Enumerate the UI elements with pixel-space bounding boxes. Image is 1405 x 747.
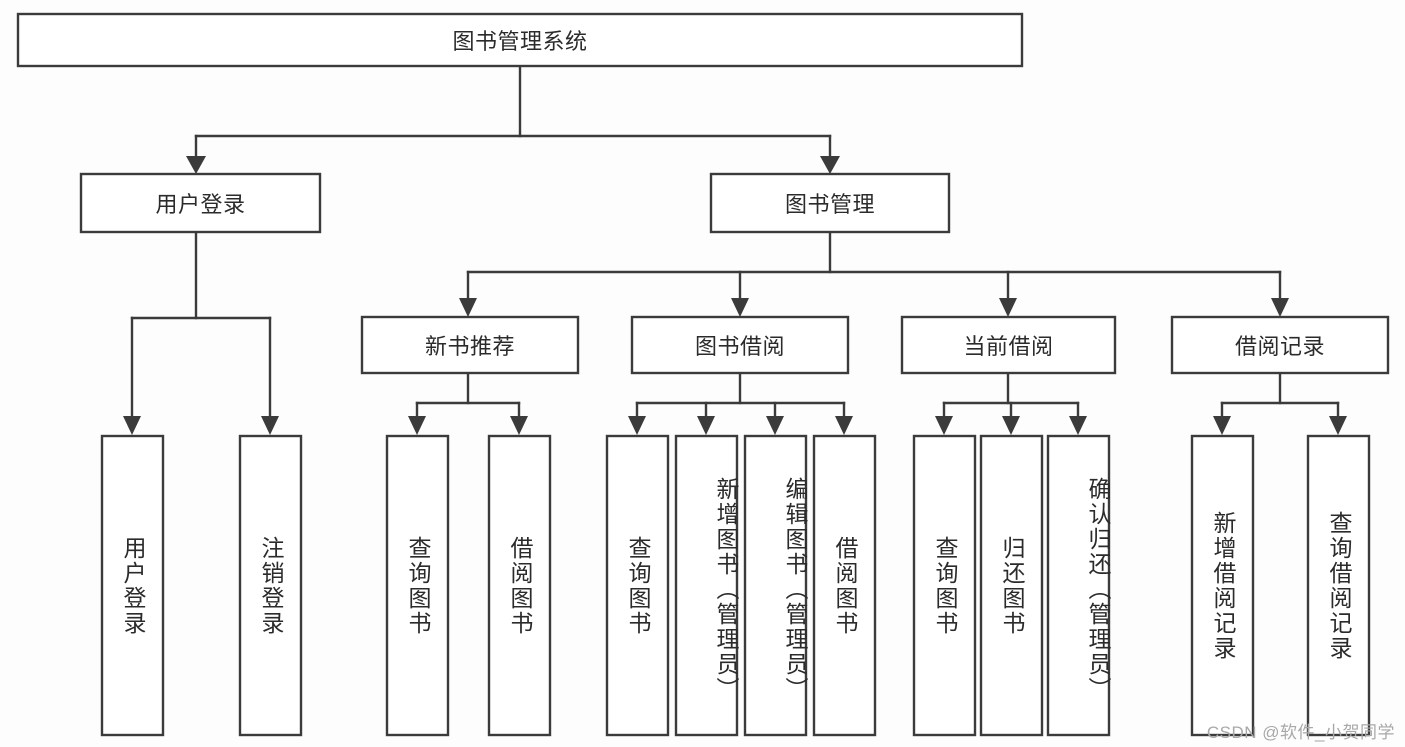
connector-group-user-login (123, 230, 279, 435)
arrowhead-leaf-add-record (1213, 416, 1231, 435)
node-borrow-record[interactable] (1170, 315, 1390, 375)
node-leaf-edit-book[interactable] (743, 434, 808, 737)
connector-group-borrow-record (1213, 371, 1347, 435)
arrowhead-leaf-query-book-2 (628, 416, 646, 435)
connector-group-book-borrow (628, 371, 853, 435)
node-leaf-return-book[interactable] (979, 434, 1044, 737)
node-leaf-query-book-2[interactable] (605, 434, 670, 737)
arrowhead-leaf-query-book-3 (935, 416, 953, 435)
arrowhead-leaf-borrow-book-1 (510, 416, 528, 435)
arrowhead-leaf-edit-book (766, 416, 784, 435)
connector-group-current-borrow (935, 371, 1087, 435)
arrowhead-leaf-borrow-book-2 (835, 416, 853, 435)
arrowhead-leaf-confirm-return (1069, 416, 1087, 435)
node-current-borrow[interactable] (900, 315, 1117, 375)
arrowhead-current-borrow (999, 298, 1017, 317)
arrowhead-leaf-query-record (1329, 416, 1347, 435)
node-user-login[interactable] (79, 172, 322, 234)
node-book-borrow[interactable] (630, 315, 850, 375)
connector-group-root (186, 65, 840, 174)
arrowhead-borrow-record (1271, 298, 1289, 317)
arrowhead-leaf-add-book (697, 416, 715, 435)
arrowhead-leaf-logout-login (261, 416, 279, 435)
arrowhead-leaf-user-login (123, 416, 141, 435)
node-leaf-confirm-return[interactable] (1046, 434, 1111, 737)
node-leaf-query-record[interactable] (1306, 434, 1371, 737)
connector-group-new-book-recommend (408, 371, 528, 435)
node-leaf-user-login[interactable] (100, 434, 165, 737)
node-leaf-borrow-book-2[interactable] (812, 434, 877, 737)
arrowhead-user-login (186, 156, 206, 174)
node-leaf-add-book[interactable] (674, 434, 739, 737)
arrowhead-new-book-recommend (459, 298, 477, 317)
node-new-book-recommend[interactable] (360, 315, 580, 375)
node-root[interactable] (16, 12, 1024, 68)
arrowhead-leaf-return-book (1002, 416, 1020, 435)
node-leaf-query-book-1[interactable] (385, 434, 450, 737)
arrowhead-book-borrow (731, 298, 749, 317)
node-leaf-logout-login[interactable] (238, 434, 303, 737)
connector-group-book-management (459, 230, 1289, 317)
arrowhead-leaf-query-book-1 (408, 416, 426, 435)
node-leaf-query-book-3[interactable] (912, 434, 977, 737)
arrowhead-book-management (820, 156, 840, 174)
node-leaf-add-record[interactable] (1190, 434, 1255, 737)
node-leaf-borrow-book-1[interactable] (487, 434, 552, 737)
node-book-management[interactable] (709, 172, 951, 234)
